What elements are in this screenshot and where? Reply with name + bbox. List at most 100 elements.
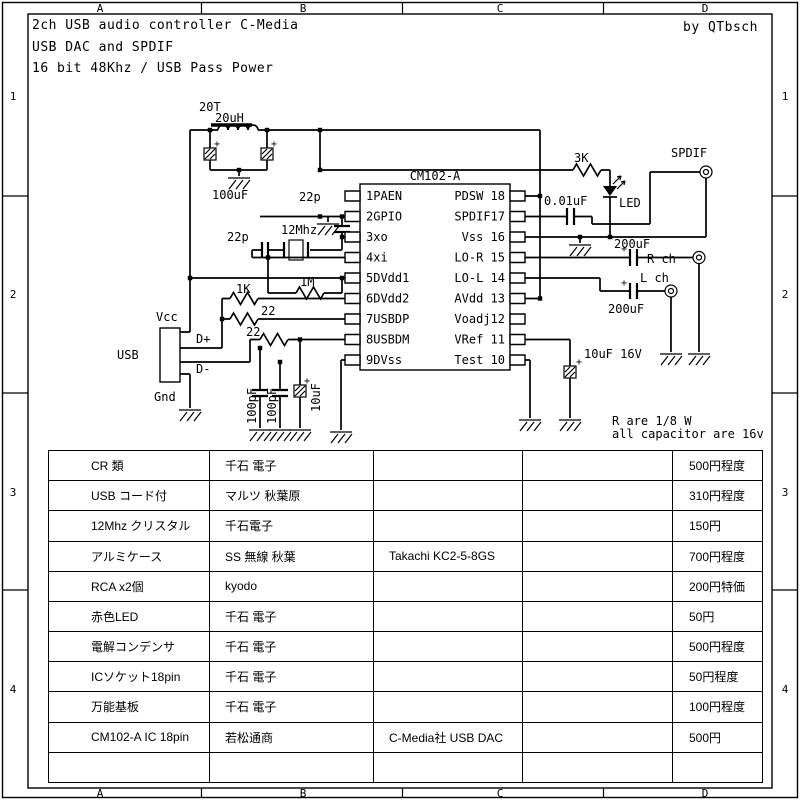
zone-number: 3 (782, 486, 789, 499)
table-cell (522, 721, 673, 753)
table-cell (373, 691, 523, 723)
pin-label: Test 10 (454, 353, 505, 367)
table-cell (373, 751, 523, 784)
table-cell: アルミケース (48, 540, 210, 572)
table-cell: 千石 電子 (209, 449, 374, 482)
zone-letter: B (300, 787, 307, 800)
pin-label: 3xo (366, 230, 388, 244)
pin-label: 2GPIO (366, 210, 402, 224)
spdif-jack (699, 165, 713, 179)
zone-number: 4 (10, 683, 17, 696)
capacitor-plates (252, 208, 639, 398)
pin-label: SPDIF17 (454, 210, 505, 224)
c200l-label: 200uF (608, 302, 644, 316)
table-cell (48, 751, 210, 784)
table-row (48, 751, 763, 784)
table-cell: 500円程度 (672, 449, 763, 482)
crystal-label: 12Mhz (281, 223, 317, 237)
note-capacitors: all capacitor are 16v (612, 427, 764, 441)
zone-letter: A (97, 787, 104, 800)
author-credit: by QTbsch (683, 20, 758, 35)
zone-number: 3 (10, 486, 17, 499)
table-cell (373, 661, 523, 693)
plus-mark: + (621, 244, 627, 255)
gnd-label: Gnd (154, 390, 176, 404)
component-labels: 20T 20uH 100uF 22p 22p 12Mhz 1M 1K 22 22… (117, 100, 764, 441)
table-cell: 若松通商 (209, 721, 374, 753)
c10u16v-label: 10uF 16V (584, 347, 642, 361)
resistor-3k (572, 163, 602, 177)
table-cell: 310円程度 (672, 480, 763, 512)
usb-connector (159, 327, 181, 383)
zone-letters-bottom: A B C D (97, 787, 709, 800)
table-cell (209, 751, 374, 784)
table-cell (522, 480, 673, 512)
zone-numbers-right: 1 2 3 4 (782, 90, 789, 696)
table-cell: 赤色LED (48, 600, 210, 633)
pin-label: PDSW 18 (454, 189, 505, 203)
table-cell: 100円程度 (672, 691, 763, 723)
ic-cm102a: CM102-A 1PAEN 2GPIO 3xo 4xi 5DVdd1 6DVdd… (344, 169, 526, 371)
table-cell: 千石電子 (209, 510, 374, 542)
table-cell (522, 570, 673, 602)
pin-label: VRef 11 (454, 333, 505, 347)
table-cell: CR 類 (48, 449, 210, 482)
table-cell: 150円 (672, 510, 763, 542)
page-subtitle: USB DAC and SPDIF (32, 40, 174, 55)
table-cell: C-Media社 USB DAC (373, 721, 523, 753)
table-row: CR 類千石 電子 500円程度 (48, 449, 763, 482)
schematic-wires (180, 123, 707, 430)
table-cell (522, 661, 673, 693)
table-cell (373, 480, 523, 512)
zone-letter: C (497, 787, 504, 800)
ic-title: CM102-A (410, 169, 461, 183)
zone-letter: D (702, 2, 709, 15)
inductor-value-label: 20uH (215, 111, 244, 125)
plus-mark: + (214, 139, 220, 150)
zone-letter: B (300, 2, 307, 15)
vcc-label: Vcc (156, 310, 178, 324)
plus-mark: + (576, 357, 582, 368)
table-cell (373, 570, 523, 602)
table-cell: マルツ 秋葉原 (209, 480, 374, 512)
table-cell (522, 631, 673, 663)
rch-label: R ch (647, 252, 676, 266)
table-cell (522, 510, 673, 542)
table-cell (373, 600, 523, 633)
c001-label: 0.01uF (544, 194, 587, 208)
zone-letter: A (97, 2, 104, 15)
table-cell: 50円 (672, 600, 763, 633)
zone-number: 1 (10, 90, 17, 103)
table-cell: 電解コンデンサ (48, 631, 210, 663)
r3k-label: 3K (574, 151, 589, 165)
plus-mark: + (304, 376, 310, 387)
resistor-22-dp (229, 312, 259, 326)
zone-number: 4 (782, 683, 789, 696)
zone-letters-top: A B C D (97, 2, 709, 15)
table-cell: Takachi KC2-5-8GS (373, 540, 523, 572)
table-cell: 12Mhz クリスタル (48, 510, 210, 542)
pin-label: AVdd 13 (454, 292, 505, 306)
table-cell (522, 751, 673, 784)
spdif-label: SPDIF (671, 146, 707, 160)
cap22p-top-label: 22p (299, 190, 321, 204)
cap-10uf-vref (563, 365, 577, 379)
pin-label: 1PAEN (366, 189, 402, 203)
note-resistors: R are 1/8 W (612, 414, 692, 428)
table-cell (522, 449, 673, 482)
table-cell (522, 691, 673, 723)
zone-number: 2 (782, 288, 789, 301)
page-title: 2ch USB audio controller C-Media (32, 18, 298, 33)
table-cell: 500円程度 (672, 631, 763, 663)
pin-label: 5DVdd1 (366, 271, 409, 285)
ic-pins-right: PDSW 18 SPDIF17 Vss 16 LO-R 15 LO-L 14 A… (454, 189, 505, 367)
table-cell: ICソケット18pin (48, 661, 210, 693)
zone-numbers-left: 1 2 3 4 (10, 90, 17, 696)
